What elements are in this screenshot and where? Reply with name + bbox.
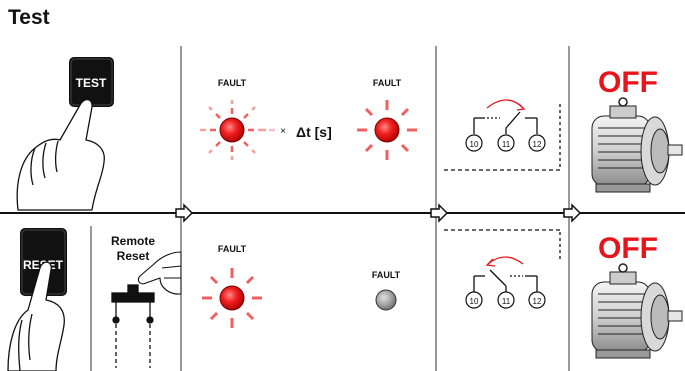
fault-lamp-icon xyxy=(374,117,400,143)
delay-label: Δt [s] xyxy=(296,124,332,140)
fault-lamp-icon xyxy=(219,285,245,311)
test-button[interactable]: TEST xyxy=(69,57,114,107)
terminal-label: 11 xyxy=(502,297,511,306)
terminal-icon xyxy=(465,291,546,309)
test-button-label: TEST xyxy=(76,76,107,90)
remote-reset-switch-icon xyxy=(111,284,155,368)
page-title: Test xyxy=(8,6,50,29)
off-label: OFF xyxy=(598,232,658,265)
fault-lamp-icon xyxy=(219,117,245,143)
remote-reset-label: Remote xyxy=(111,234,155,248)
relay-contact-icon xyxy=(444,99,561,171)
terminal-icon xyxy=(465,134,546,152)
hand-icon xyxy=(7,261,65,371)
fault-label: FAULT xyxy=(372,270,401,280)
motor-icon xyxy=(591,97,683,193)
terminal-label: 10 xyxy=(470,297,479,306)
relay-contact-icon xyxy=(444,229,561,292)
terminal-label: 12 xyxy=(533,297,542,306)
fault-label: FAULT xyxy=(218,78,247,88)
terminal-label: 11 xyxy=(502,140,511,149)
arrow-icon xyxy=(175,203,194,223)
multiply-sign: × xyxy=(280,126,286,137)
off-label: OFF xyxy=(598,66,658,99)
arrow-icon xyxy=(563,203,582,223)
hand-icon xyxy=(16,98,105,211)
fault-lamp-icon xyxy=(200,100,275,160)
fault-label: FAULT xyxy=(218,244,247,254)
motor-icon xyxy=(591,263,683,359)
terminal-label: 12 xyxy=(533,140,542,149)
fault-lamp-icon xyxy=(202,268,262,328)
fault-label: FAULT xyxy=(373,78,402,88)
arrow-icon xyxy=(430,203,449,223)
terminal-label: 10 xyxy=(470,140,479,149)
fault-lamp-icon xyxy=(357,100,417,160)
hand-icon xyxy=(137,251,182,295)
fault-lamp-off-icon xyxy=(375,289,397,311)
remote-reset-label: Reset xyxy=(117,249,150,263)
